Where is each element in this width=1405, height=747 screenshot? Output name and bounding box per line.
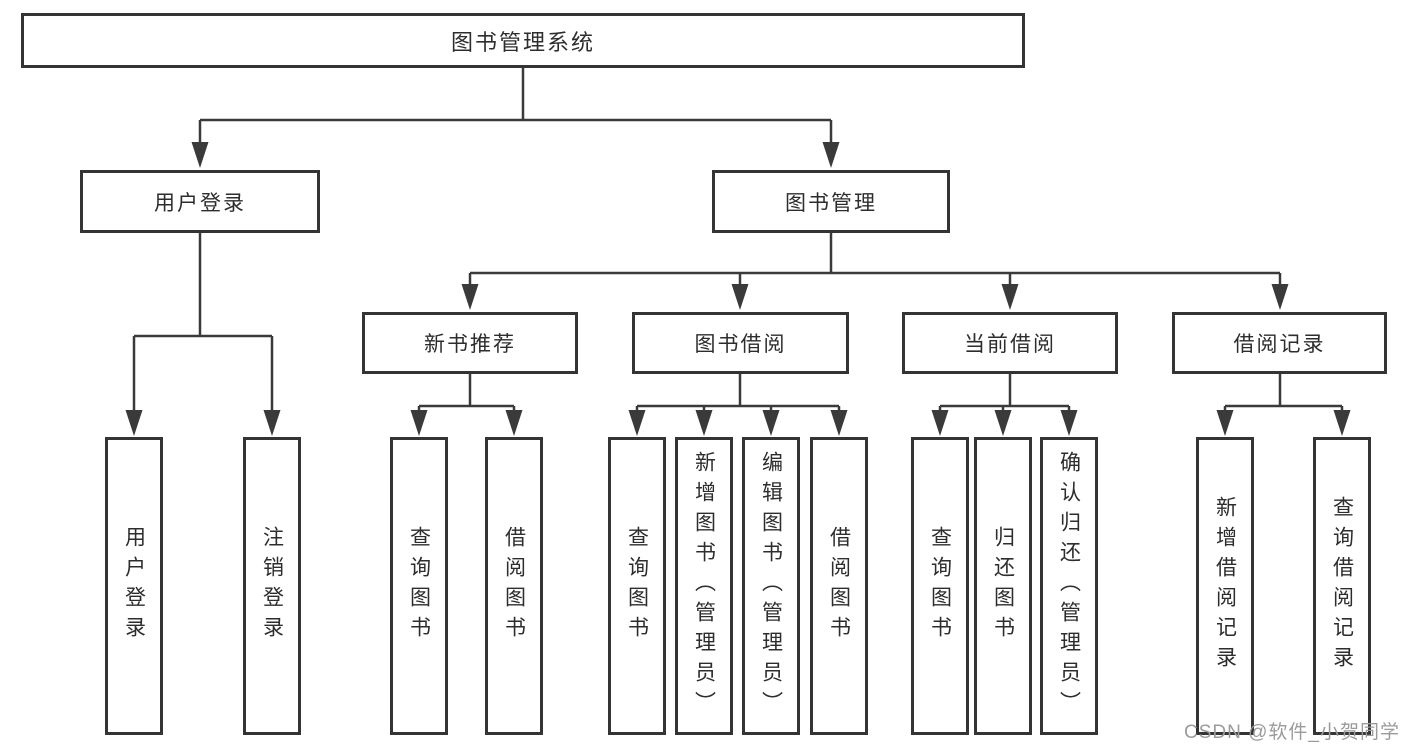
node-new-book-recommend: 新书推荐 <box>362 312 578 374</box>
node-leaf-query-books-3: 查询图书 <box>911 437 969 735</box>
node-leaf-user-login: 用户登录 <box>105 437 163 735</box>
node-book-borrowing: 图书借阅 <box>632 312 849 374</box>
node-leaf-logout: 注销登录 <box>243 437 301 735</box>
node-leaf-borrow-books-1: 借阅图书 <box>485 437 543 735</box>
csdn-watermark: CSDN @软件_小贺同学 <box>1184 722 1400 743</box>
node-borrowing-records: 借阅记录 <box>1172 312 1387 374</box>
node-leaf-confirm-return: 确认归还（管理员） <box>1040 437 1098 735</box>
node-leaf-query-books-2: 查询图书 <box>608 437 666 735</box>
node-leaf-borrow-books-2: 借阅图书 <box>810 437 868 735</box>
node-book-management: 图书管理 <box>712 170 950 233</box>
node-leaf-query-borrow-record: 查询借阅记录 <box>1313 437 1371 735</box>
node-user-login: 用户登录 <box>80 170 320 233</box>
node-leaf-query-books-1: 查询图书 <box>390 437 448 735</box>
node-leaf-add-borrow-record: 新增借阅记录 <box>1196 437 1254 735</box>
arrowhead-icons <box>125 142 1351 436</box>
node-root: 图书管理系统 <box>21 13 1025 68</box>
node-leaf-edit-books: 编辑图书（管理员） <box>742 437 800 735</box>
node-leaf-return-books: 归还图书 <box>974 437 1032 735</box>
node-current-borrowing: 当前借阅 <box>902 312 1118 374</box>
node-leaf-add-books: 新增图书（管理员） <box>675 437 733 735</box>
